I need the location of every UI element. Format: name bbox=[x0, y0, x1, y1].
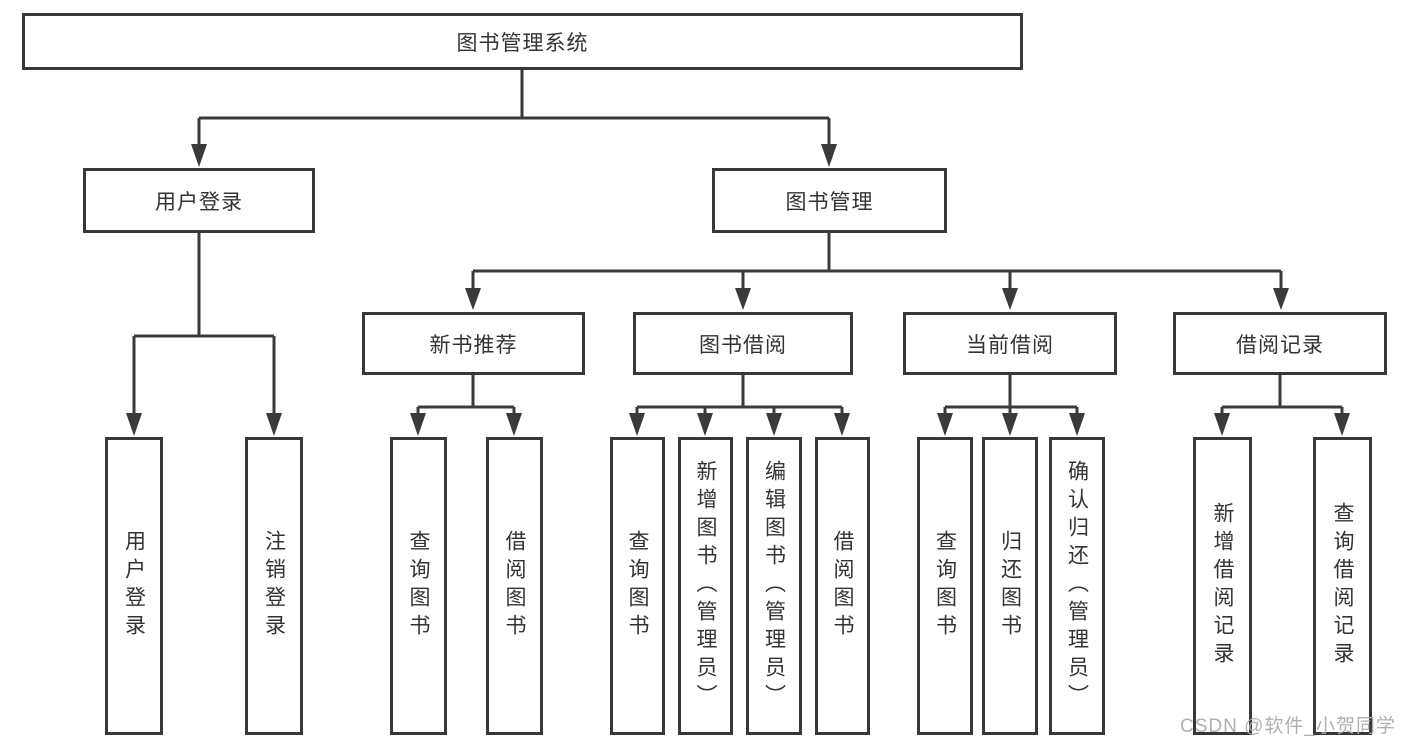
leaf-user-login: 用户登录 bbox=[105, 437, 163, 735]
node-label: 借阅记录 bbox=[1236, 333, 1324, 357]
node-label: 图书管理系统 bbox=[456, 31, 589, 55]
node-label: 注销登录 bbox=[262, 530, 286, 642]
leaf-add-borrow-record: 新增借阅记录 bbox=[1193, 437, 1252, 735]
node-current-borrowing: 当前借阅 bbox=[903, 312, 1117, 375]
leaf-borrow-books-recommend: 借阅图书 bbox=[486, 437, 543, 735]
leaf-query-books-current: 查询图书 bbox=[917, 437, 973, 735]
leaf-logout: 注销登录 bbox=[245, 437, 303, 735]
leaf-edit-book-admin: 编辑图书（管理员） bbox=[746, 437, 802, 735]
node-book-management-branch: 图书管理 bbox=[712, 168, 947, 233]
node-label: 查询借阅记录 bbox=[1331, 502, 1354, 670]
leaf-query-borrow-record: 查询借阅记录 bbox=[1313, 437, 1372, 735]
node-label: 图书借阅 bbox=[699, 333, 787, 357]
node-new-book-recommend: 新书推荐 bbox=[362, 312, 585, 375]
node-label: 查询图书 bbox=[933, 530, 957, 642]
node-user-login-branch: 用户登录 bbox=[83, 168, 315, 233]
node-label: 新增借阅记录 bbox=[1211, 502, 1234, 670]
node-label: 用户登录 bbox=[122, 530, 146, 642]
leaf-return-books: 归还图书 bbox=[982, 437, 1038, 735]
leaf-borrow-books-borrowing: 借阅图书 bbox=[815, 437, 870, 735]
node-label: 新书推荐 bbox=[429, 333, 518, 357]
node-label: 查询图书 bbox=[626, 530, 649, 642]
node-label: 查询图书 bbox=[407, 530, 430, 642]
node-label: 借阅图书 bbox=[503, 530, 526, 642]
node-label: 编辑图书（管理员） bbox=[762, 460, 786, 712]
node-label: 用户登录 bbox=[155, 190, 243, 214]
node-label: 图书管理 bbox=[785, 190, 874, 214]
node-label: 归还图书 bbox=[998, 530, 1022, 642]
csdn-watermark: CSDN @软件_小贺同学 bbox=[1180, 716, 1396, 737]
node-label: 确认归还（管理员） bbox=[1065, 460, 1089, 712]
leaf-query-books-recommend: 查询图书 bbox=[390, 437, 447, 735]
node-label: 借阅图书 bbox=[831, 530, 854, 642]
leaf-query-books-borrowing: 查询图书 bbox=[610, 437, 665, 735]
node-book-borrowing: 图书借阅 bbox=[633, 312, 853, 375]
leaf-confirm-return-admin: 确认归还（管理员） bbox=[1049, 437, 1105, 735]
leaf-add-book-admin: 新增图书（管理员） bbox=[678, 437, 733, 735]
node-library-management-system: 图书管理系统 bbox=[22, 13, 1023, 70]
node-label: 当前借阅 bbox=[966, 333, 1054, 357]
node-label: 新增图书（管理员） bbox=[694, 460, 717, 712]
node-borrowing-records: 借阅记录 bbox=[1173, 312, 1387, 375]
